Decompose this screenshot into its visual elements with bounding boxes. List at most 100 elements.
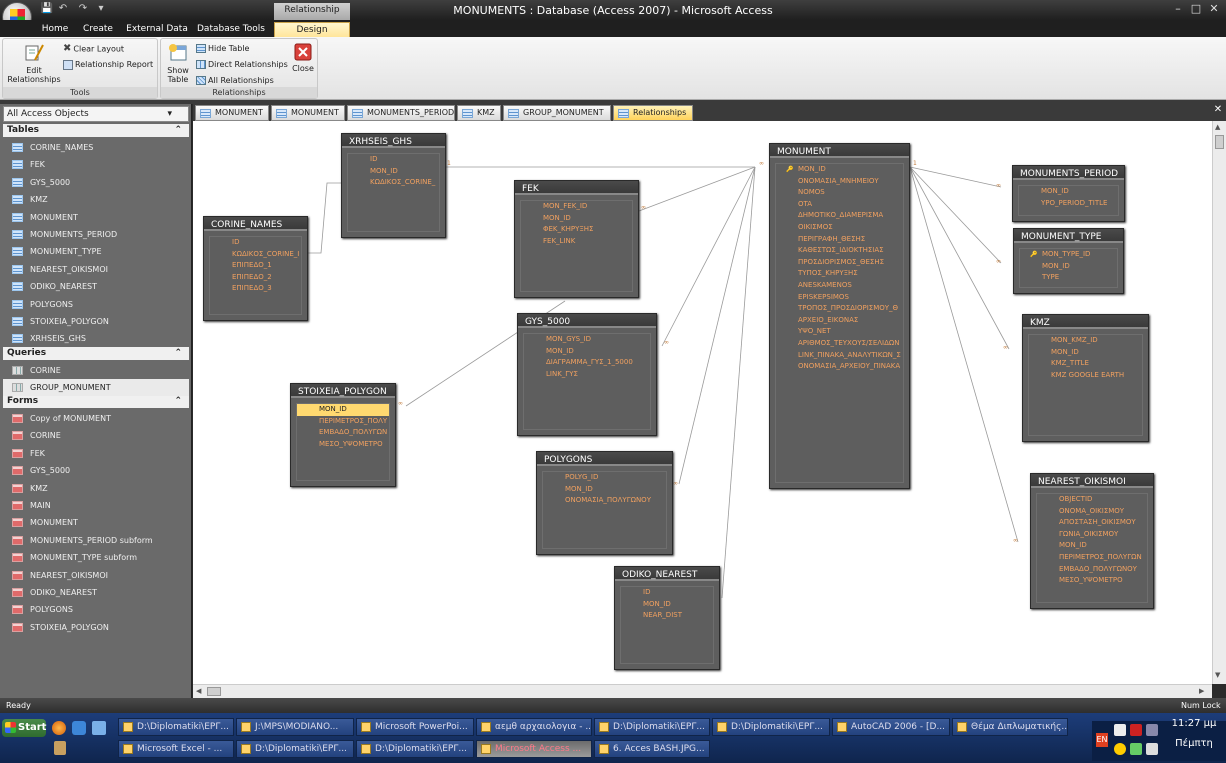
taskbar-button[interactable]: Microsoft PowerPoi... (356, 718, 474, 736)
doc-tab-monument-2[interactable]: MONUMENT (271, 105, 345, 121)
table-title[interactable]: MONUMENTS_PERIOD (1013, 166, 1124, 180)
save-icon[interactable]: 💾 (40, 3, 54, 14)
firefox-icon[interactable] (52, 721, 66, 735)
field-item[interactable]: ΠΕΡΙΜΕΤΡΟΣ_ΠΟΛΥ (319, 416, 388, 425)
field-item[interactable]: ΦΕΚ_ΚΗΡΥΞΗΣ (543, 225, 594, 234)
field-item[interactable]: KMZ_TITLE (1051, 359, 1089, 368)
table-title[interactable]: KMZ (1023, 315, 1148, 329)
field-item[interactable]: OTA (798, 199, 813, 208)
vertical-scrollbar[interactable]: ▲ ▼ (1212, 121, 1226, 684)
table-title[interactable]: XRHSEIS_GHS (342, 134, 445, 148)
all-relationships-button[interactable]: All Relationships (196, 74, 274, 88)
field-item[interactable]: MON_FEK_ID (543, 202, 588, 210)
redo-icon[interactable]: ↷ (78, 3, 88, 14)
tray-icon[interactable] (1114, 724, 1126, 736)
tab-design[interactable]: Design (274, 22, 350, 37)
customize-qat-icon[interactable]: ▾ (98, 3, 104, 14)
undo-icon[interactable]: ↶ (58, 3, 68, 14)
doc-tab-group-monument[interactable]: GROUP_MONUMENT (503, 105, 611, 121)
close-document-icon[interactable]: ✕ (1213, 104, 1223, 115)
doc-tab-monuments-period[interactable]: MONUMENTS_PERIOD (347, 105, 455, 121)
rel-line[interactable] (909, 166, 1019, 543)
field-item[interactable]: ΟΙΚΙΣΜΟΣ (798, 222, 833, 231)
field-item[interactable]: ΠΕΡΙΜΕΤΡΟΣ_ΠΟΛΥΓΩΝ (1059, 552, 1142, 561)
doc-tab-relationships[interactable]: Relationships (613, 105, 693, 121)
field-item[interactable]: ΕΜΒΑΔΟ_ΠΟΛΥΓΩΝ (319, 428, 388, 437)
scroll-left-icon[interactable]: ◀ (196, 687, 202, 695)
field-item[interactable]: NOMOS (798, 188, 825, 197)
field-item[interactable]: POLYG_ID (565, 473, 599, 481)
table-title[interactable]: MONUMENT (770, 144, 909, 158)
horizontal-scrollbar[interactable]: ◀ ▶ (193, 684, 1212, 698)
field-item[interactable]: MON_GYS_ID (546, 335, 592, 343)
field-item[interactable]: MON_ID (1042, 261, 1070, 270)
table-title[interactable]: STOIXEIA_POLYGON (291, 384, 395, 398)
network-icon[interactable] (1146, 724, 1158, 736)
rel-line[interactable] (909, 166, 1002, 188)
taskbar-button[interactable]: D:\Diplomatiki\ΕΡΓ... (236, 740, 354, 758)
collapse-chevron-icon[interactable]: ⌃ (174, 396, 182, 406)
field-item[interactable]: ΟΝΟΜΑΣΙΑ_ΜΝΗΜΕΙΟΥ (798, 176, 879, 185)
field-item[interactable]: ID (370, 155, 378, 163)
nav-table-corine-names[interactable]: CORINE_NAMES (3, 139, 189, 156)
start-button[interactable]: Start (2, 719, 46, 737)
field-item[interactable]: LINK_ΓΥΣ (546, 369, 578, 378)
volume-icon[interactable] (1146, 743, 1158, 755)
nav-table-fek[interactable]: FEK (3, 156, 189, 173)
nav-form-fek[interactable]: FEK (3, 445, 189, 462)
scroll-thumb[interactable] (1215, 135, 1224, 149)
nav-form-monument-type-subform[interactable]: MONUMENT_TYPE subform (3, 549, 189, 566)
taskbar-button[interactable]: J:\MPS\MODIANO... (236, 718, 354, 736)
field-item[interactable]: MON_ID (776, 164, 903, 176)
table-title[interactable]: ODIKO_NEAREST (615, 567, 719, 581)
field-item[interactable]: MON_ID (1041, 187, 1069, 195)
field-item[interactable]: KMZ GOOGLE EARTH (1051, 370, 1125, 379)
nav-table-polygons[interactable]: POLYGONS (3, 296, 189, 313)
taskbar-button[interactable]: Microsoft Access ... (476, 740, 592, 758)
hide-table-button[interactable]: Hide Table (196, 42, 249, 56)
taskbar-button[interactable]: D:\Diplomatiki\ΕΡΓ... (356, 740, 474, 758)
field-item[interactable]: MON_ID (543, 213, 571, 222)
nav-query-corine[interactable]: CORINE (3, 362, 189, 379)
field-item[interactable]: ΠΡΟΣΔΙΟΡΙΣΜΟΣ_ΘΕΣΗΣ (798, 257, 885, 266)
field-item[interactable]: TYPE (1042, 273, 1060, 282)
field-item[interactable]: ΟΝΟΜΑΣΙΑ_ΑΡΧΕΙΟΥ_ΠΙΝΑΚΑ (798, 362, 901, 371)
tab-external-data[interactable]: External Data (126, 24, 188, 34)
field-item[interactable]: ΟΝΟΜΑ_ΟΙΚΙΣΜΟΥ (1059, 506, 1125, 515)
tables-section-header[interactable]: Tables⌃ (3, 124, 189, 137)
rel-line[interactable] (308, 182, 341, 254)
nav-table-odiko-nearest[interactable]: ODIKO_NEAREST (3, 278, 189, 295)
field-item[interactable]: MON_ID (370, 166, 398, 175)
table-title[interactable]: CORINE_NAMES (204, 217, 307, 231)
field-item[interactable]: ΓΩΝΙΑ_ΟΙΚΙΣΜΟΥ (1059, 529, 1119, 538)
collapse-chevron-icon[interactable]: ⌃ (174, 348, 182, 358)
rel-line[interactable] (721, 166, 756, 599)
nav-pane-header[interactable]: All Access Objects ▾ « (3, 106, 204, 122)
taskbar-button[interactable]: D:\Diplomatiki\ΕΡΓ... (594, 718, 710, 736)
taskbar-button[interactable]: Microsoft Excel - ... (118, 740, 234, 758)
field-item[interactable]: ΕΜΒΑΔΟ_ΠΟΛΥΓΩΝΟΥ (1059, 564, 1137, 573)
close-relationships-button[interactable]: Close (289, 42, 317, 88)
field-item[interactable]: MON_ID (565, 484, 593, 493)
field-item[interactable]: MON_KMZ_ID (1051, 336, 1098, 344)
field-item[interactable]: ΑΠΟΣΤΑΣΗ_ΟΙΚΙΣΜΟΥ (1059, 518, 1136, 527)
tray-icon[interactable] (1130, 743, 1142, 755)
field-item[interactable]: ΑΡΙΘΜΟΣ_ΤΕΥΧΟΥΣ/ΣΕΛΙΔΩΝ (798, 338, 900, 347)
tab-home[interactable]: Home (41, 24, 69, 34)
collapse-chevron-icon[interactable]: ⌃ (174, 125, 182, 135)
table-monument[interactable]: MONUMENTMON_IDΟΝΟΜΑΣΙΑ_ΜΝΗΜΕΙΟΥNOMOSOTAΔ… (769, 143, 910, 489)
close-window-button[interactable]: ✕ (1209, 2, 1219, 15)
rel-line[interactable] (638, 166, 756, 212)
field-item[interactable]: ΤΥΠΟΣ_ΚΗΡΥΞΗΣ (798, 269, 858, 278)
nav-form-corine[interactable]: CORINE (3, 427, 189, 444)
nav-table-kmz[interactable]: KMZ (3, 191, 189, 208)
nav-form-monuments-period-subform[interactable]: MONUMENTS_PERIOD subform (3, 532, 189, 549)
field-item[interactable]: LINK_ΠΙΝΑΚΑ_ΑΝΑΛΥΤΙΚΩΝ_Σ (798, 350, 901, 359)
nav-table-stoixeia-polygon[interactable]: STOIXEIA_POLYGON (3, 313, 189, 330)
show-desktop-icon[interactable] (92, 721, 106, 735)
